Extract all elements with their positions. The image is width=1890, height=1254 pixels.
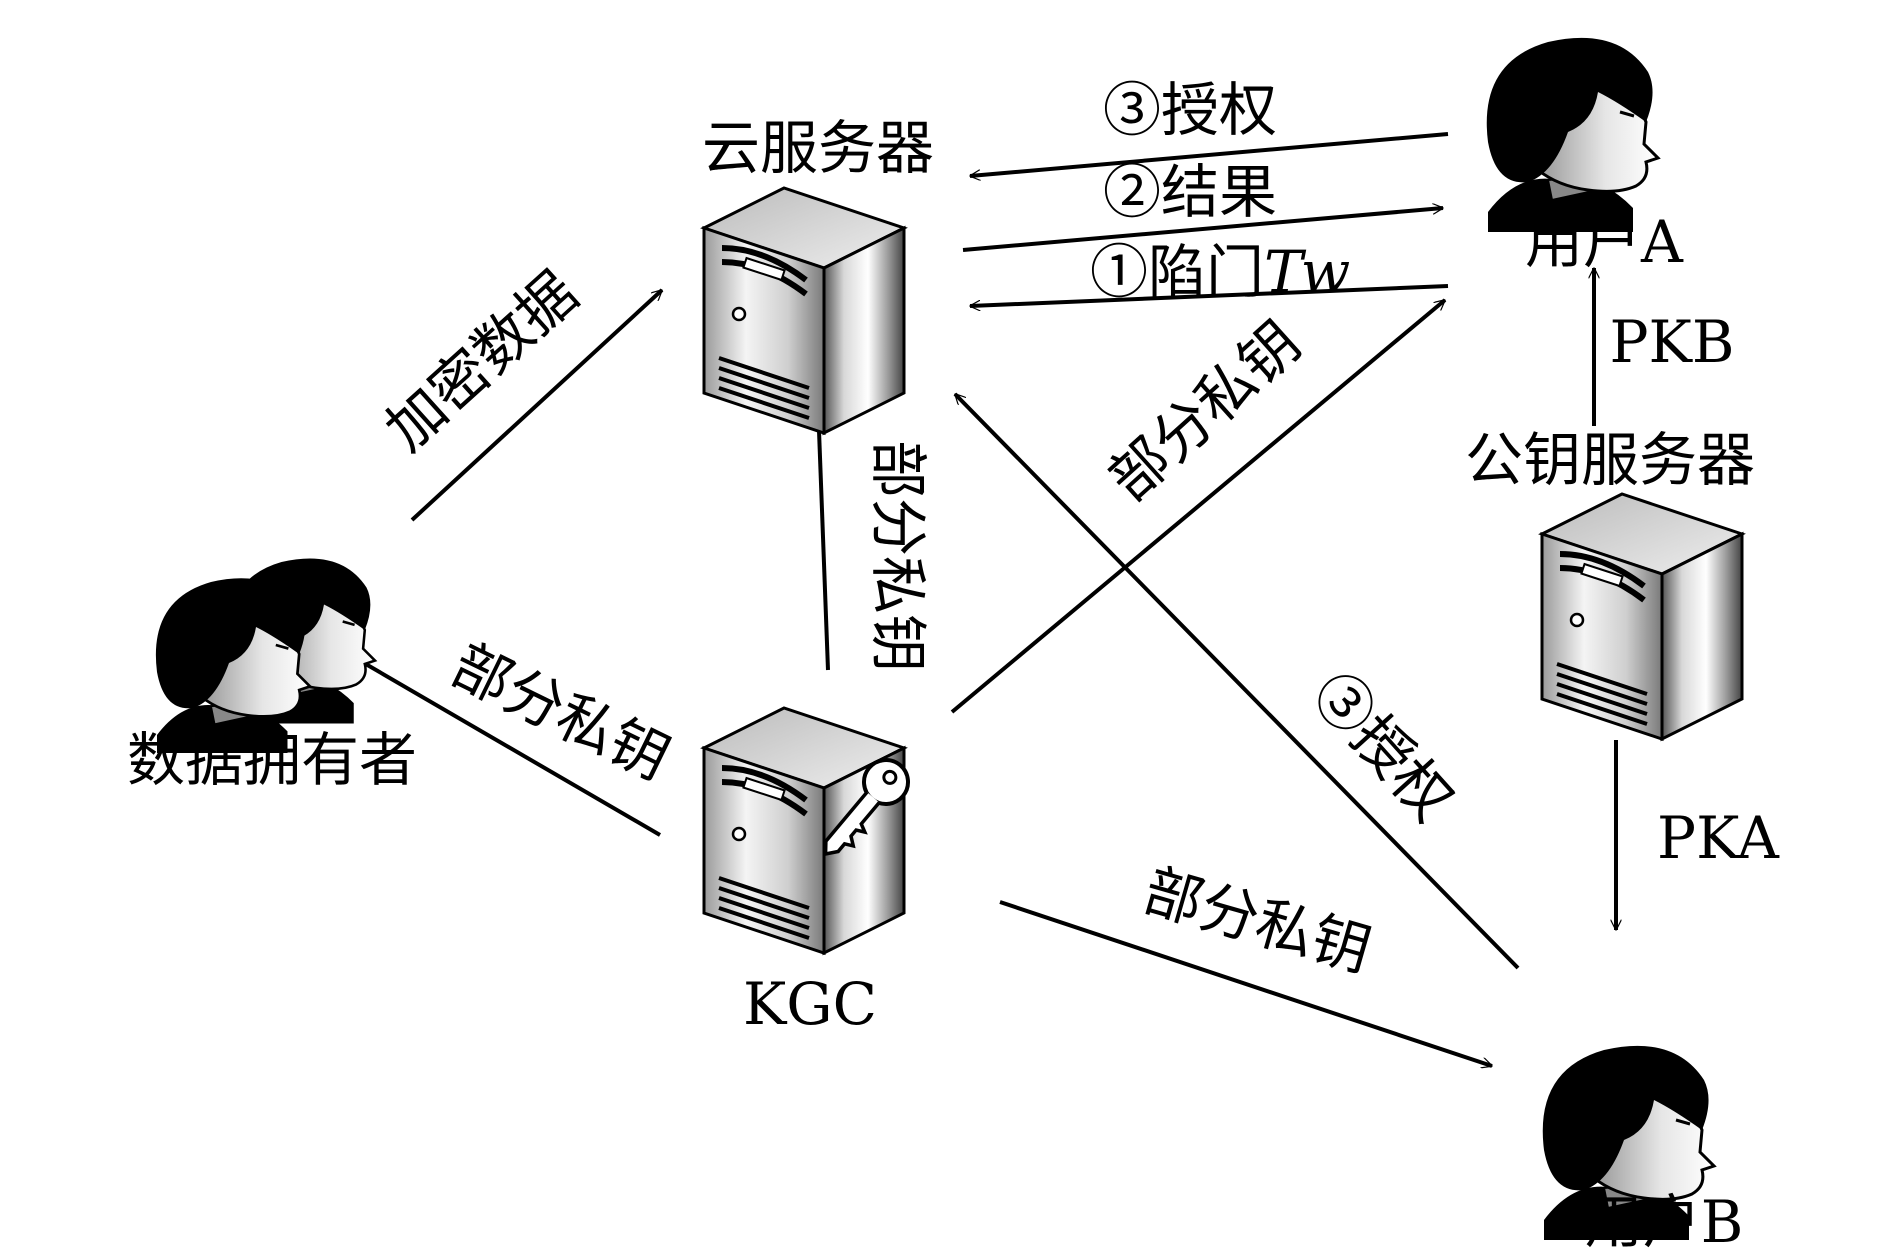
edge-trapdoor (970, 284, 1449, 306)
authorize-a-label: ③授权 (1103, 76, 1277, 144)
edge-authorize-a (970, 132, 1449, 176)
edge-kgc-to-owner (345, 650, 662, 837)
data-owner-label: 数据拥有者 (127, 726, 417, 794)
encrypted-data-label: 加密数据 (373, 258, 591, 464)
pka-label: PKA (1657, 804, 1780, 872)
person-icon (1485, 36, 1660, 234)
edge-result (962, 208, 1443, 252)
key-icon (823, 758, 910, 857)
public-key-server-label: 公钥服务器 (1465, 426, 1755, 494)
public-key-server-icon (1542, 494, 1742, 739)
edge-kgc-to-user-a (950, 298, 1445, 714)
pkb-label: PKB (1610, 308, 1735, 376)
kgc-to-cloud-label: 部分私钥 (864, 440, 932, 672)
trapdoor-prefix: ①陷门 (1090, 238, 1264, 306)
kgc-to-user-a-label: 部分私钥 (1096, 308, 1314, 514)
kgc-to-owner-label: 部分私钥 (442, 631, 680, 794)
kgc-label: KGC (743, 970, 877, 1038)
kgc-server-icon (704, 708, 904, 953)
trapdoor-label: ①陷门Tw (1090, 238, 1350, 306)
cloud-server-label: 云服务器 (702, 114, 934, 182)
cloud-server-icon (704, 188, 904, 433)
trapdoor-symbol: Tw (1264, 238, 1350, 306)
user-b-label: 用户B (1585, 1188, 1744, 1254)
edge-encrypted-data (410, 288, 662, 522)
user-a-label: 用户A (1525, 208, 1684, 276)
edge-authorize-b (953, 392, 1520, 970)
result-label: ②结果 (1103, 158, 1277, 226)
edge-kgc-to-user-b (999, 900, 1492, 1066)
authorize-b-label: ③授权 (1299, 659, 1466, 834)
edge-kgc-to-cloud (818, 404, 830, 671)
kgc-to-user-b-label: 部分私钥 (1137, 856, 1379, 985)
